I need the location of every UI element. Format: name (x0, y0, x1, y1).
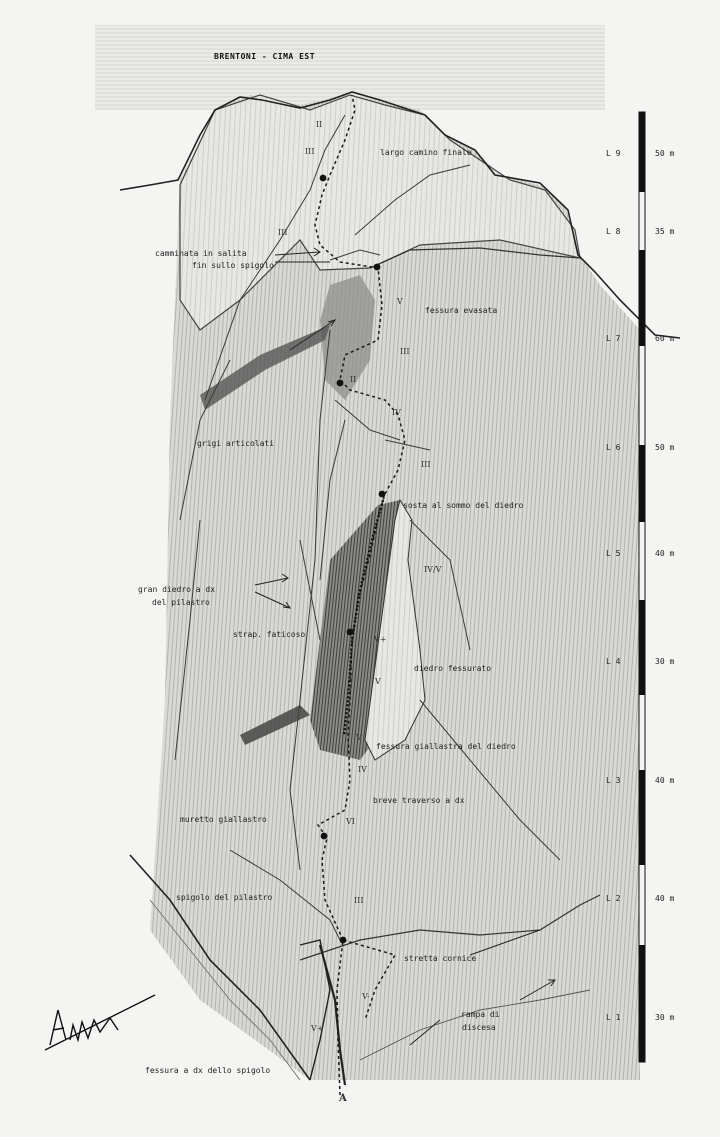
annotation: discesa (462, 1024, 496, 1032)
annotation: sosta al sommo del diedro (403, 502, 523, 510)
pitch-label: L 5 (606, 549, 620, 558)
pitch-label: L 3 (606, 776, 620, 785)
grade-label: III (305, 147, 314, 156)
annotation: fessura giallastra del diedro (376, 743, 516, 751)
annotation: fessura evasata (425, 307, 497, 315)
start-marker: A (339, 1093, 347, 1104)
pitch-length: 50 m (655, 149, 674, 158)
annotation: fessura a dx dello spigolo (145, 1067, 270, 1075)
pitch-length: 60 m (655, 334, 674, 343)
pitch-label: L 7 (606, 334, 620, 343)
pitch-length: 40 m (655, 776, 674, 785)
annotation: stretta cornice (404, 955, 476, 963)
grade-label: II (350, 375, 356, 384)
pitch-length: 30 m (655, 1013, 674, 1022)
pitch-length: 30 m (655, 657, 674, 666)
pitch-label: L 4 (606, 657, 620, 666)
grade-label: V- (362, 992, 370, 1001)
scale-bar (639, 112, 645, 1062)
grade-label: II (316, 120, 322, 129)
annotation: camminata in salita (155, 250, 247, 258)
grade-label: VI (346, 817, 355, 826)
grade-label: V (375, 677, 381, 686)
pitch-length: 35 m (655, 227, 674, 236)
annotation: del pilastro (152, 599, 210, 607)
annotation: spigolo del pilastro (176, 894, 272, 902)
grade-label: III (421, 460, 430, 469)
annotation: rampa di (461, 1011, 500, 1019)
topo-title: BRENTONI - CIMA EST (214, 52, 315, 61)
pitch-length: 50 m (655, 443, 674, 452)
grade-label: V (356, 733, 362, 742)
grade-label: V+ (311, 1024, 323, 1033)
pitch-label: L 9 (606, 149, 620, 158)
grade-label: V+ (374, 635, 386, 644)
grade-label: III (354, 896, 363, 905)
annotation: breve traverso a dx (373, 797, 465, 805)
annotation: gran diedro a dx (138, 586, 215, 594)
annotation: grigi articolati (197, 440, 274, 448)
grade-label: V (397, 297, 403, 306)
pitch-length: 40 m (655, 894, 674, 903)
grade-label: IV/V (424, 565, 441, 574)
annotation: strap. faticoso (233, 631, 305, 639)
pitch-length: 40 m (655, 549, 674, 558)
annotation: muretto giallastro (180, 816, 267, 824)
grade-label: III (278, 228, 287, 237)
annotation: largo camino finale (380, 149, 472, 157)
pitch-label: L 8 (606, 227, 620, 236)
artist-signature (45, 995, 155, 1050)
annotation: fin sullo spigolo (192, 262, 274, 270)
pitch-label: L 2 (606, 894, 620, 903)
annotation: diedro fessurato (414, 665, 491, 673)
grade-label: IV (392, 408, 401, 417)
grade-label: III (400, 347, 409, 356)
pitch-label: L 1 (606, 1013, 620, 1022)
pitch-label: L 6 (606, 443, 620, 452)
grade-label: IV (358, 765, 367, 774)
